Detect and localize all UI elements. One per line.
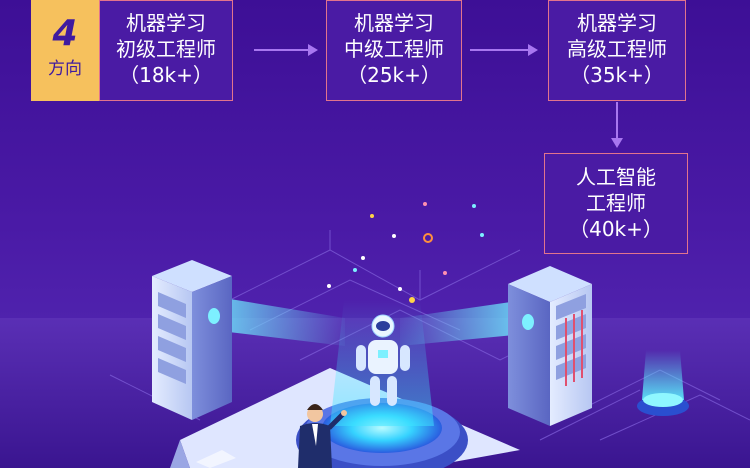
step-title: 人工智能 [576,165,656,189]
businessman-figure-icon [298,404,347,468]
server-rack-icon [152,260,232,420]
step-role: 工程师 [586,191,646,215]
step-title: 机器学习 [354,11,434,35]
step-salary: （25k+） [347,63,441,87]
robot-hologram-icon [356,314,410,406]
step-title: 机器学习 [577,11,657,35]
arrow-right-icon [470,44,538,56]
step-title: 机器学习 [126,11,206,35]
step-salary: （40k+） [569,217,663,241]
glow-beacon-icon [637,350,689,416]
step-role: 高级工程师 [567,37,667,61]
right-light-beam [400,300,525,346]
step-salary: （35k+） [570,63,664,87]
career-step-intermediate: 机器学习 中级工程师 （25k+） [326,0,462,101]
career-step-ai-engineer: 人工智能 工程师 （40k+） [544,153,688,254]
direction-badge: 4 方向 [31,0,99,101]
arrow-right-icon [254,44,318,56]
direction-number: 4 [52,13,78,54]
step-role: 中级工程师 [344,37,444,61]
tablet-device [196,450,236,468]
arrow-down-icon [611,102,623,148]
step-salary: （18k+） [119,63,213,87]
career-step-senior: 机器学习 高级工程师 （35k+） [548,0,686,101]
sparkle-dots [327,202,484,303]
step-role: 初级工程师 [116,37,216,61]
left-light-beam [212,296,345,346]
server-rack-icon [508,266,592,426]
direction-label: 方向 [48,59,82,79]
career-step-junior: 机器学习 初级工程师 （18k+） [99,0,233,101]
